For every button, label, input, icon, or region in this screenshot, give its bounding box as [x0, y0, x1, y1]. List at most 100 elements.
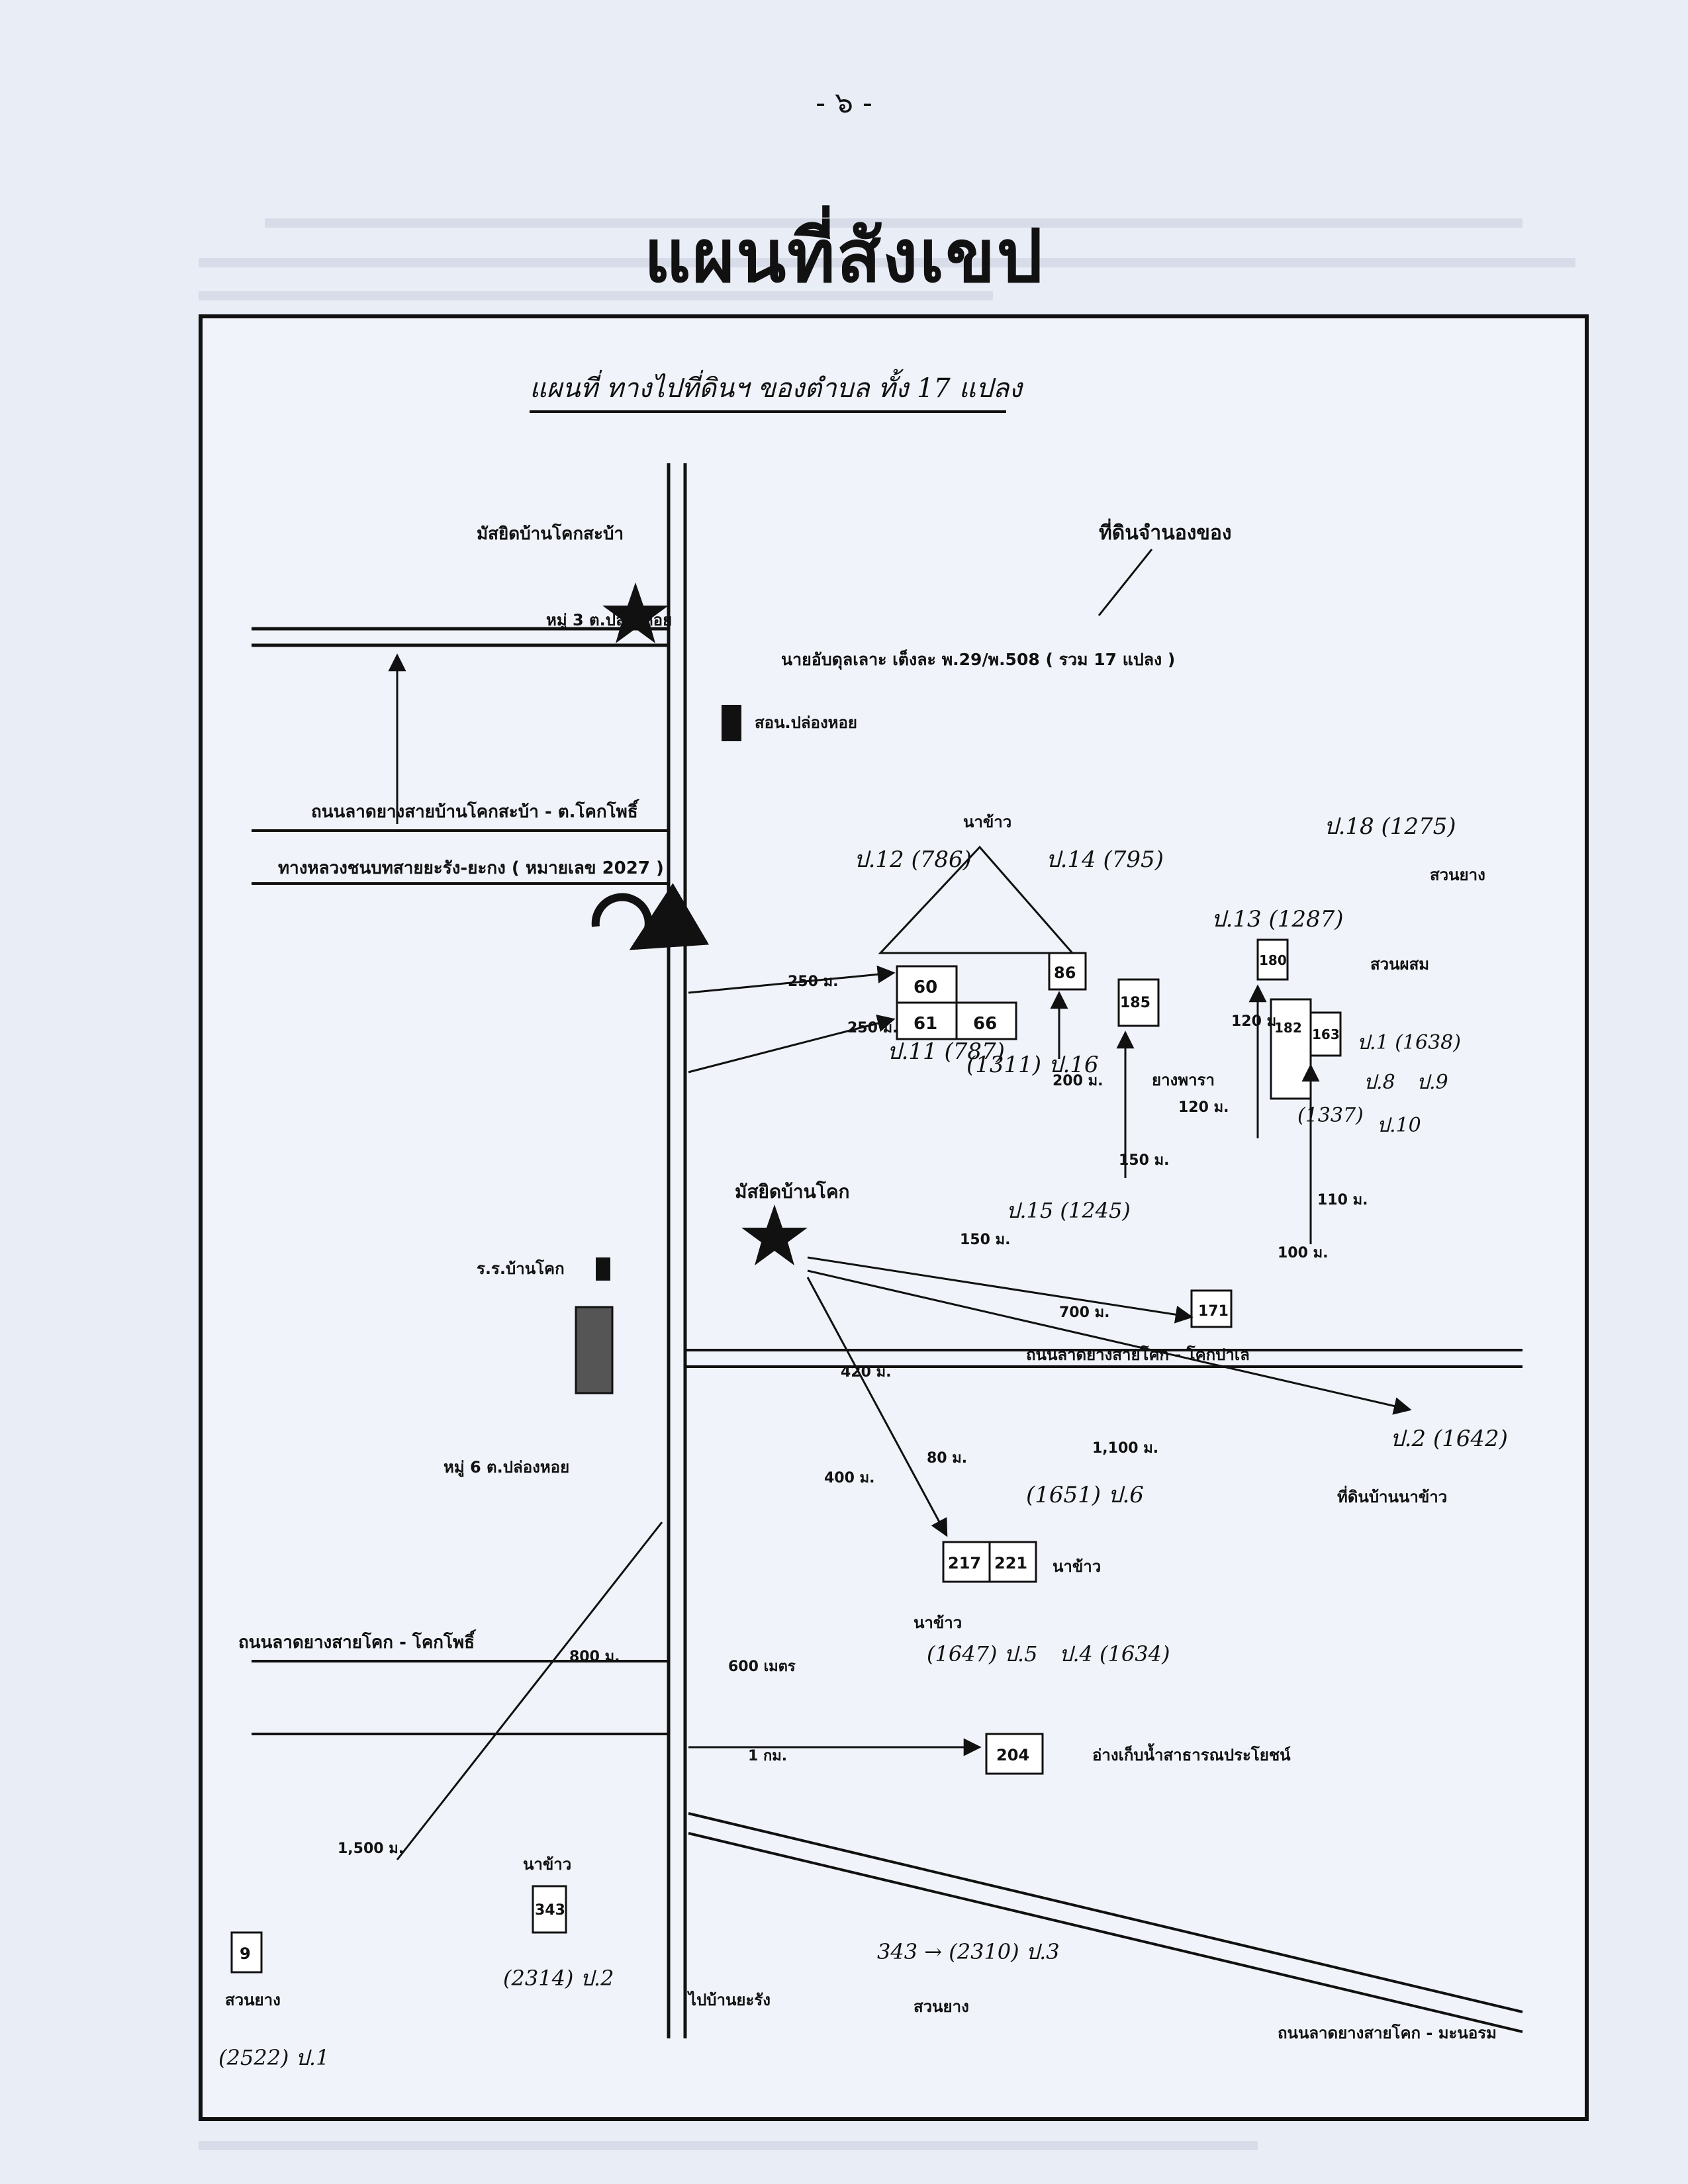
parcel-180-label: 180	[1259, 952, 1287, 968]
parcel-185	[1117, 978, 1160, 1027]
label-highway: ทางหลวงชนบทสายยะรัง-ยะกง ( หมายเลข 2027 …	[278, 858, 664, 878]
annot-p14: ป.14 (795)	[1046, 846, 1164, 873]
parcel-221	[988, 1541, 1037, 1583]
annot-p9: ป.9	[1417, 1071, 1448, 1094]
crop-rice-3: นาข้าว	[914, 1614, 962, 1632]
arrow-1100	[807, 1269, 1412, 1415]
annot-p11: ป.11 (787)	[887, 1038, 1005, 1065]
arrow-700	[807, 1256, 1194, 1324]
dist-120b: 120 ม.	[1231, 1013, 1282, 1030]
parcel-86-label: 86	[1054, 964, 1076, 982]
dist-150a: 150 ม.	[1119, 1152, 1169, 1169]
annot-p18: ป.18 (1275)	[1324, 813, 1456, 840]
dist-800: 800 ม.	[569, 1649, 620, 1665]
parcel-60-label: 60	[914, 978, 937, 997]
annot-p16: (1311) ป.16	[966, 1052, 1099, 1078]
annot-1337: (1337)	[1297, 1104, 1364, 1127]
annot-p1-1638: ป.1 (1638)	[1357, 1031, 1461, 1054]
label-land-location: ที่ดินจำนองของ	[1099, 518, 1232, 545]
parcel-66	[955, 1001, 1017, 1040]
page-title: แผนที่สังเขป	[643, 214, 1045, 298]
parcel-180	[1256, 938, 1289, 981]
dist-400: 400 ม.	[824, 1470, 874, 1486]
label-reservoir: อ่างเก็บน้ำสาธารณประโยชน์	[1092, 1743, 1291, 1764]
label-land-north: ที่ดินบ้านนาข้าว	[1337, 1485, 1447, 1506]
parcel-182	[1270, 998, 1312, 1100]
dist-1km: 1 กม.	[748, 1748, 787, 1764]
dist-600: 600 เมตร	[728, 1659, 796, 1675]
crop-rice-1: นาข้าว	[963, 813, 1011, 831]
dist-150b: 150 ม.	[960, 1232, 1010, 1248]
crop-rice-2: นาข้าว	[1053, 1557, 1101, 1576]
arrow-250a	[688, 965, 896, 994]
mosque-mid-star-icon	[741, 1205, 808, 1265]
bleed-through-text	[199, 2141, 1258, 2150]
annot-p1-2522: (2522) ป.1	[218, 2045, 329, 2070]
dist-200: 200 ม.	[1053, 1073, 1103, 1089]
leader-line-land	[1098, 549, 1153, 616]
bleed-through-text	[199, 291, 993, 300]
map-subtitle: แผนที่ ทางไปที่ดินฯ ของตำบล ทั้ง 17 แปลง	[530, 369, 1023, 404]
parcel-217-label: 217	[948, 1554, 981, 1572]
bleed-through-text	[199, 258, 1575, 267]
dist-120a: 120 ม.	[1178, 1099, 1229, 1116]
health-station-icon	[722, 705, 741, 741]
annot-p13: ป.13 (1287)	[1211, 906, 1344, 933]
annot-p15: ป.15 (1245)	[1006, 1198, 1131, 1223]
parcel-182-label: 182	[1274, 1020, 1302, 1036]
label-road-koktu-manorom: ถนนลาดยางสายโคก - มะนอรม	[1278, 2023, 1497, 2042]
road-koktu-manorom	[688, 1812, 1523, 2013]
parcel-204	[985, 1733, 1044, 1775]
arrow-400	[806, 1277, 948, 1537]
dist-1100: 1,100 ม.	[1092, 1440, 1158, 1457]
label-village-3: หมู่ 3 ต.ปล่องหอย	[546, 611, 672, 630]
annot-p6: (1651) ป.6	[1026, 1482, 1144, 1508]
annot-p4: ป.4 (1634)	[1059, 1641, 1170, 1666]
label-road-kokkaban: ถนนลาดยางสายบ้านโคกสะบ้า - ต.โคกโพธิ์	[311, 798, 639, 822]
annot-p8: ป.8	[1364, 1071, 1395, 1094]
crop-mixed: สวนผสม	[1370, 955, 1429, 974]
crop-rubber-crop: ยางพารา	[1152, 1071, 1215, 1089]
dist-250b: 250 ม.	[847, 1020, 898, 1036]
temple-hatched-block	[575, 1306, 614, 1394]
parcel-66-label: 66	[973, 1014, 997, 1034]
u-turn-arrow-icon	[591, 883, 710, 950]
page-number: - ๖ -	[816, 86, 872, 120]
dist-80: 80 ม.	[927, 1450, 967, 1467]
road-diagonal-sw	[396, 1522, 663, 1860]
label-road-koktu-jakae: ถนนลาดยางสายโคก - โคกปาเล	[1026, 1345, 1250, 1364]
label-village-6: หมู่ 6 ต.ปล่องหอย	[444, 1458, 569, 1477]
crop-rubber-2: สวนยาง	[225, 1991, 281, 2009]
label-school: ร.ร.บ้านโคก	[477, 1259, 565, 1278]
label-health-station: สอน.ปล่องหอย	[755, 713, 857, 732]
dist-420: 420 ม.	[841, 1364, 891, 1381]
arrow-250b	[688, 1015, 896, 1073]
school-icon	[596, 1257, 610, 1281]
annot-p12: ป.12 (786)	[854, 846, 972, 873]
annot-p3-2310: 343 → (2310) ป.3	[877, 1939, 1060, 1964]
crop-rubber-3: สวนยาง	[914, 1997, 969, 2016]
parcel-61	[896, 1001, 958, 1040]
label-to-village: ไปบ้านยะรัง	[686, 1990, 771, 2009]
parcel-217	[942, 1541, 991, 1583]
parcel-221-label: 221	[994, 1554, 1027, 1572]
dist-700: 700 ม.	[1059, 1304, 1109, 1321]
crop-rubber-1: สวนยาง	[1430, 866, 1485, 884]
label-mosque-mid: มัสยิดบ้านโคก	[735, 1180, 850, 1203]
parcel-185-label: 185	[1120, 995, 1150, 1011]
annot-p2-1642: ป.2 (1642)	[1390, 1426, 1508, 1452]
parcel-group-triangle	[878, 845, 1075, 954]
parcel-9-label: 9	[240, 1944, 251, 1963]
parcel-163	[1309, 1011, 1342, 1057]
parcel-343a	[532, 1885, 567, 1934]
annot-p5: (1647) ป.5	[927, 1641, 1037, 1666]
dist-110: 110 ม.	[1317, 1192, 1368, 1208]
bleed-through-text	[265, 218, 1523, 228]
road-koktu-manorom-edge	[688, 1832, 1523, 2033]
annot-p2-2314: (2314) ป.2	[503, 1966, 614, 1991]
parcel-163-label: 163	[1312, 1026, 1340, 1042]
label-owner: นายอับดุลเลาะ เต็งละ พ.29/พ.508 ( รวม 17…	[781, 649, 1175, 670]
parcel-343a-label: 343	[535, 1902, 565, 1919]
annot-p10: ป.10	[1377, 1114, 1421, 1137]
